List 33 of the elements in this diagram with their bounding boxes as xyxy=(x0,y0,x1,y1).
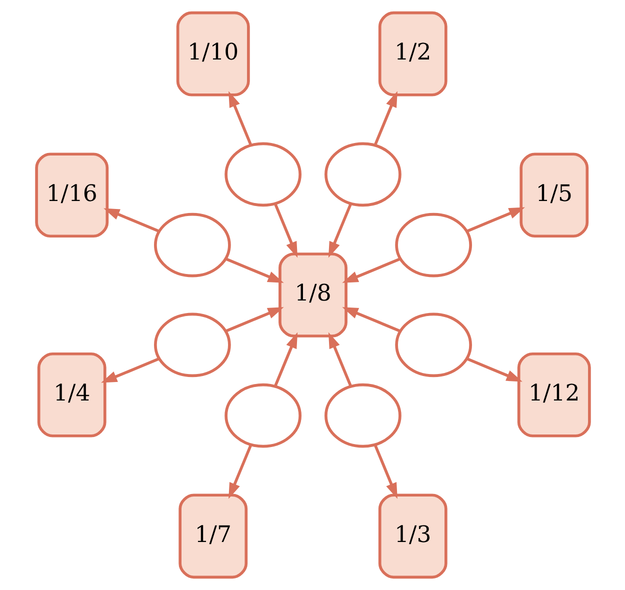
node-ellipse xyxy=(153,212,230,278)
node-ellipse xyxy=(394,212,472,278)
arrow xyxy=(466,357,522,382)
arrow xyxy=(224,307,284,332)
node-ellipse xyxy=(394,312,472,378)
arrow xyxy=(273,203,298,258)
node-box: 1/7 xyxy=(178,494,248,579)
node-box: 1/12 xyxy=(516,352,590,438)
arrow xyxy=(328,332,352,387)
arrow xyxy=(466,207,524,233)
node-box: 1/2 xyxy=(378,11,447,96)
arrow xyxy=(342,258,400,283)
arrow xyxy=(228,444,252,499)
node-ellipse xyxy=(324,383,401,448)
arrow xyxy=(342,307,400,332)
node-ellipse xyxy=(324,142,401,207)
node-box: 1/4 xyxy=(36,352,106,438)
node-ellipse xyxy=(153,312,230,378)
node-box: 1/5 xyxy=(519,152,588,238)
node-box: 1/16 xyxy=(34,152,108,238)
arrow xyxy=(100,357,160,383)
arrow xyxy=(373,91,397,146)
arrow xyxy=(228,91,252,146)
node-ellipse xyxy=(224,142,301,207)
node-box: 1/3 xyxy=(378,494,447,579)
arrow xyxy=(373,444,397,499)
arrow xyxy=(328,203,352,258)
arrow xyxy=(224,258,284,283)
node-box: 1/8 xyxy=(278,252,347,338)
arrow xyxy=(273,332,298,387)
arrow xyxy=(103,208,160,233)
node-box: 1/10 xyxy=(176,11,250,96)
node-ellipse xyxy=(224,383,301,448)
